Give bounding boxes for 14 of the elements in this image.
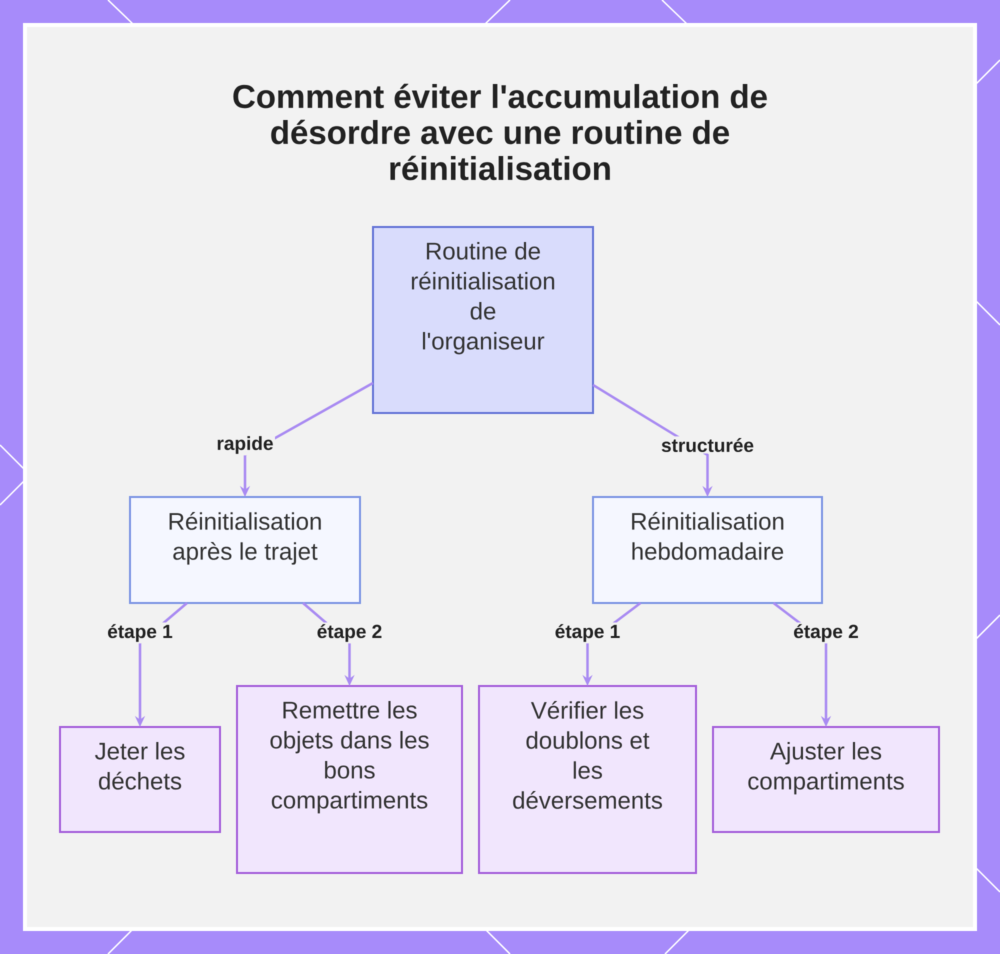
edge-label: structurée [660,436,756,454]
edge-label: étape 2 [315,622,384,644]
edge-label: étape 1 [553,622,622,644]
root-box: Routine de réinitialisation de l'organiseur [372,226,594,414]
step-box: Ajuster les compartiments [712,726,940,833]
edge-label: étape 1 [106,622,174,644]
title: Comment éviter l'accumulation de désordre avec une routine de réinitialisation [233,84,767,180]
step-box: Jeter les déchets [59,726,221,833]
branch-box: Réinitialisation hebdomadaire [592,496,824,604]
step-box: Remettre les objets dans les bons compartiments [236,685,463,874]
branch-box: Réinitialisation après le trajet [129,496,361,604]
step-box: Vérifier les doublons et les déversements [478,685,697,874]
edge-label: rapide [215,434,276,456]
edge-label: étape 2 [792,622,860,644]
